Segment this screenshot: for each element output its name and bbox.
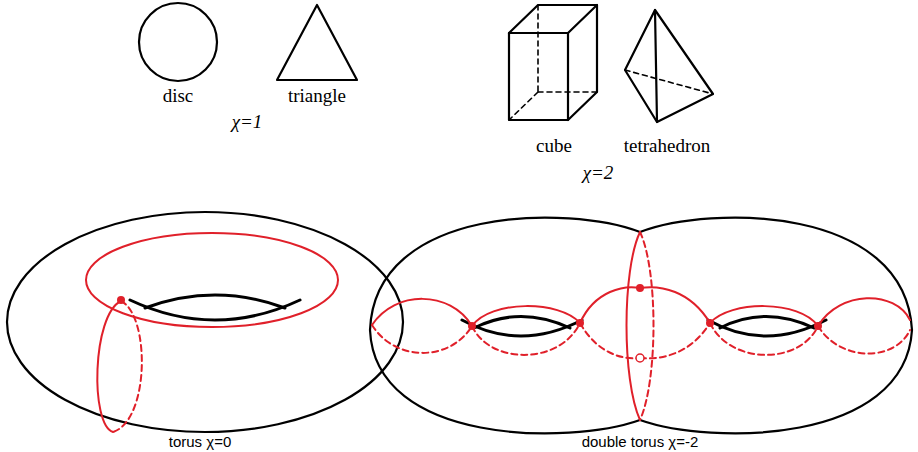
shape-name: tetrahedron bbox=[624, 136, 711, 155]
tetrahedron-shape bbox=[625, 10, 713, 122]
surface-caption: torus χ=0 bbox=[169, 434, 232, 449]
triangle-shape bbox=[277, 5, 357, 80]
surface-caption: double torus χ=-2 bbox=[582, 434, 699, 449]
base-points bbox=[117, 284, 822, 362]
double-torus-shape bbox=[370, 218, 912, 434]
generator-curves bbox=[86, 232, 910, 432]
shape-name: triangle bbox=[288, 86, 346, 105]
cube-shape bbox=[509, 5, 597, 120]
shape-name: disc bbox=[163, 86, 194, 105]
euler-characteristic: χ=2 bbox=[583, 163, 614, 182]
euler-characteristic: χ=1 bbox=[232, 112, 263, 131]
torus-shape bbox=[7, 212, 403, 432]
disc-shape bbox=[139, 3, 217, 81]
shape-name: cube bbox=[536, 136, 572, 155]
